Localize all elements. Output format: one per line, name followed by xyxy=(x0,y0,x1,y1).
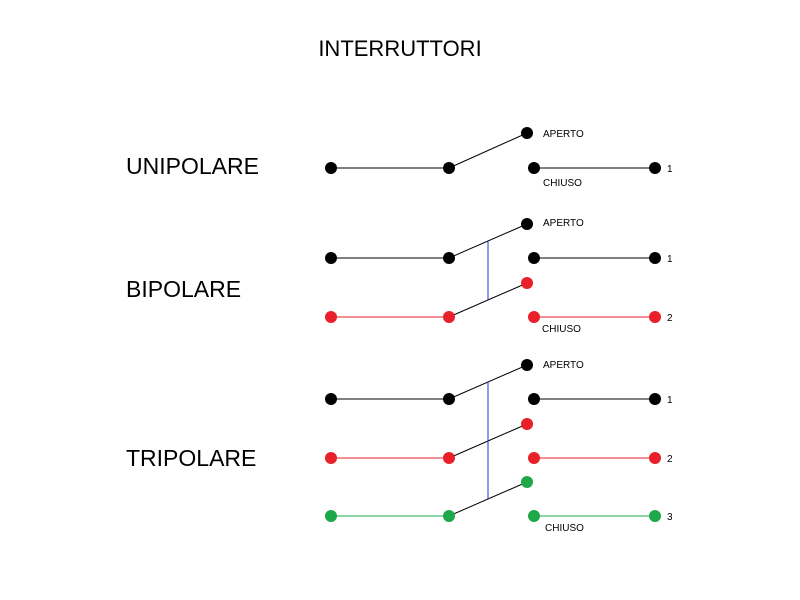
s2-pole1-closed-contact xyxy=(528,393,540,405)
s2-pole1-number: 1 xyxy=(667,395,673,406)
s2-open-label: APERTO xyxy=(543,360,584,371)
s2-pole2-output-terminal xyxy=(649,452,661,464)
s1-pole2-pivot-terminal xyxy=(443,311,455,323)
s1-pole2-input-terminal xyxy=(325,311,337,323)
s2-pole3-input-terminal xyxy=(325,510,337,522)
s2-pole3-output-terminal xyxy=(649,510,661,522)
s1-closed-label: CHIUSO xyxy=(542,324,581,335)
label-tripolare: TRIPOLARE xyxy=(126,445,257,471)
s2-pole3-open-contact xyxy=(521,476,533,488)
s0-pole1-open-contact xyxy=(521,127,533,139)
s0-pole1-number: 1 xyxy=(667,164,673,175)
s2-pole1-pivot-terminal xyxy=(443,393,455,405)
s2-pole2-open-contact xyxy=(521,418,533,430)
s1-pole1-output-terminal xyxy=(649,252,661,264)
s0-open-label: APERTO xyxy=(543,129,584,140)
s0-closed-label: CHIUSO xyxy=(543,178,582,189)
s1-pole1-number: 1 xyxy=(667,254,673,265)
s2-pole1-input-terminal xyxy=(325,393,337,405)
s1-open-label: APERTO xyxy=(543,218,584,229)
s2-pole2-number: 2 xyxy=(667,454,673,465)
s1-pole2-number: 2 xyxy=(667,313,673,324)
s1-pole1-open-contact xyxy=(521,218,533,230)
s2-pole2-input-terminal xyxy=(325,452,337,464)
s1-pole1-closed-contact xyxy=(528,252,540,264)
s0-pole1-closed-contact xyxy=(528,162,540,174)
s1-pole1-input-terminal xyxy=(325,252,337,264)
s2-pole2-pivot-terminal xyxy=(443,452,455,464)
s0-pole1-output-terminal xyxy=(649,162,661,174)
s0-pole1-switch-blade xyxy=(448,132,528,169)
s1-pole1-pivot-terminal xyxy=(443,252,455,264)
s1-pole2-open-contact xyxy=(521,277,533,289)
label-bipolare: BIPOLARE xyxy=(126,276,242,302)
s1-pole2-output-terminal xyxy=(649,311,661,323)
s2-pole1-output-terminal xyxy=(649,393,661,405)
s2-closed-label: CHIUSO xyxy=(545,523,584,534)
s2-pole3-closed-contact xyxy=(528,510,540,522)
s0-pole1-input-terminal xyxy=(325,162,337,174)
page-title: INTERRUTTORI xyxy=(318,36,482,61)
s2-pole2-closed-contact xyxy=(528,452,540,464)
s2-pole1-open-contact xyxy=(521,359,533,371)
label-unipolare: UNIPOLARE xyxy=(126,153,259,179)
s1-pole2-closed-contact xyxy=(528,311,540,323)
s0-pole1-pivot-terminal xyxy=(443,162,455,174)
s2-pole3-pivot-terminal xyxy=(443,510,455,522)
s2-pole3-number: 3 xyxy=(667,512,673,523)
